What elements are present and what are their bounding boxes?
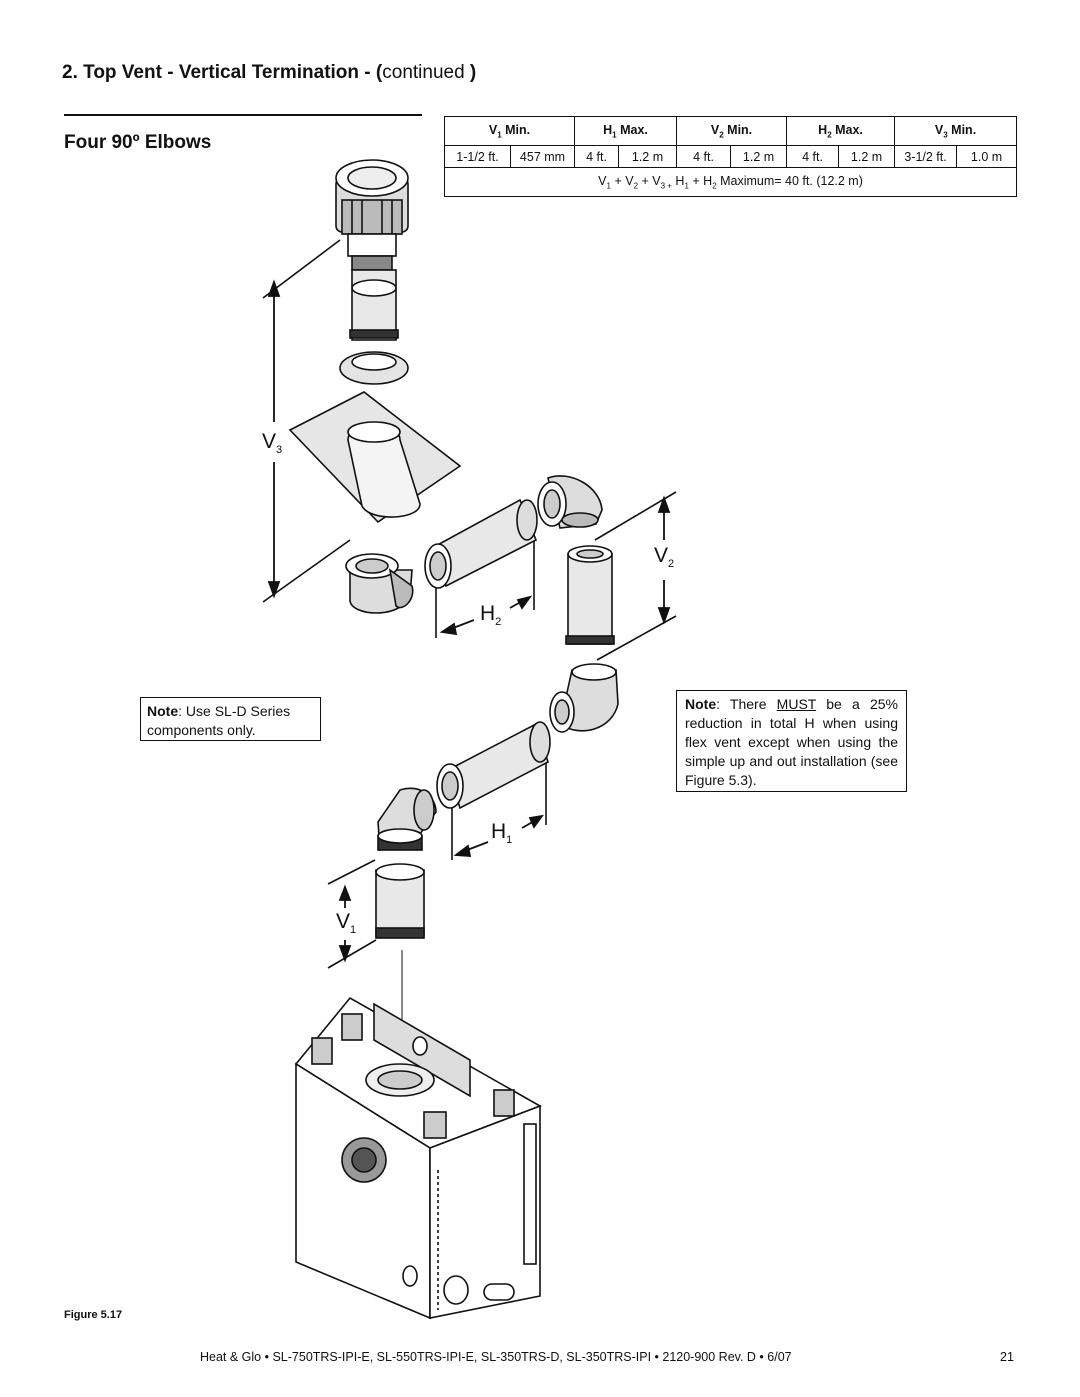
header-v3-min: V3 Min. (894, 116, 1018, 146)
v2-arrowhead-down (657, 607, 671, 625)
h1-label: H1 (491, 820, 513, 847)
header-v1-min: V1 Min. (443, 116, 576, 146)
header-v2-min: V2 Min. (676, 116, 788, 146)
heading-continued: continued (382, 62, 465, 83)
v1-label: V1 (336, 910, 357, 937)
vent-spec-table: V1 Min. H1 Max. V2 Min. H2 Max. V3 Min. … (443, 116, 1018, 197)
elbow-lower-left (377, 787, 437, 852)
table-formula-row: V1 + V2 + V3 + H1 + H2 Maximum= 40 ft. (… (443, 167, 1018, 197)
h2-arrowhead-right (516, 595, 533, 610)
h2-label: H2 (480, 602, 502, 629)
v3-arrowhead-down (267, 581, 281, 599)
v2-bottom-extension-line (596, 615, 677, 661)
elbow-middle-right (549, 663, 619, 733)
page-number: 21 (1000, 1350, 1014, 1364)
note-sl-d-series: Note: Use SL-D Series components only. (140, 697, 321, 741)
heading-rule (64, 114, 422, 116)
subheading: Four 90º Elbows (64, 132, 212, 153)
v1-pipe-section (375, 863, 425, 939)
h1-arrowhead-left (453, 844, 472, 857)
v1-arrowhead-up (338, 884, 352, 901)
table-values-row: 1-1/2 ft. 457 mm 4 ft. 1.2 m 4 ft. 1.2 m… (444, 145, 1018, 168)
v2-label: V2 (654, 544, 675, 571)
h1-arrowhead-right (528, 814, 545, 829)
v1-arrowhead-down (338, 945, 352, 963)
section-heading: 2. Top Vent - Vertical Termination - (co… (62, 62, 476, 84)
formula-cell: V1 + V2 + V3 + H1 + H2 Maximum= 40 ft. (… (443, 167, 1018, 197)
storm-collar (339, 351, 409, 385)
roof-flashing (288, 391, 462, 524)
table-cell: 1-1/2 ft. (444, 145, 511, 168)
fireplace-unit (294, 996, 542, 1320)
upper-pipe-section (349, 269, 399, 341)
v3-label: V3 (262, 430, 283, 457)
v3-bottom-extension-line (262, 539, 351, 603)
table-cell: 4 ft. (786, 145, 840, 168)
heading-main: 2. Top Vent - Vertical Termination - ( (62, 62, 383, 83)
v1-bottom-extension (327, 939, 377, 969)
figure-caption: Figure 5.17 (64, 1309, 123, 1321)
h2-arrowhead-left (439, 622, 458, 636)
h2-pipe-section (424, 498, 538, 589)
v1-top-extension (327, 859, 376, 885)
elbow-upper-left (345, 553, 414, 614)
heading-close: ) (464, 62, 477, 83)
v2-arrowhead-up (657, 495, 671, 513)
v3-arrowhead-up (267, 279, 281, 297)
v2-pipe-section (565, 545, 615, 645)
page-footer: Heat & Glo • SL-750TRS-IPI-E, SL-550TRS-… (200, 1350, 792, 1364)
table-header-row: V1 Min. H1 Max. V2 Min. H2 Max. V3 Min. (443, 116, 1018, 146)
table-cell: 457 mm (509, 145, 576, 168)
h1-pipe-section (436, 721, 551, 810)
termination-cap (335, 159, 409, 271)
elbow-upper-right (537, 475, 603, 529)
note-flex-vent-reduction: Note: There MUST be a 25% reduction in t… (676, 690, 907, 792)
header-h1-max: H1 Max. (574, 116, 678, 146)
